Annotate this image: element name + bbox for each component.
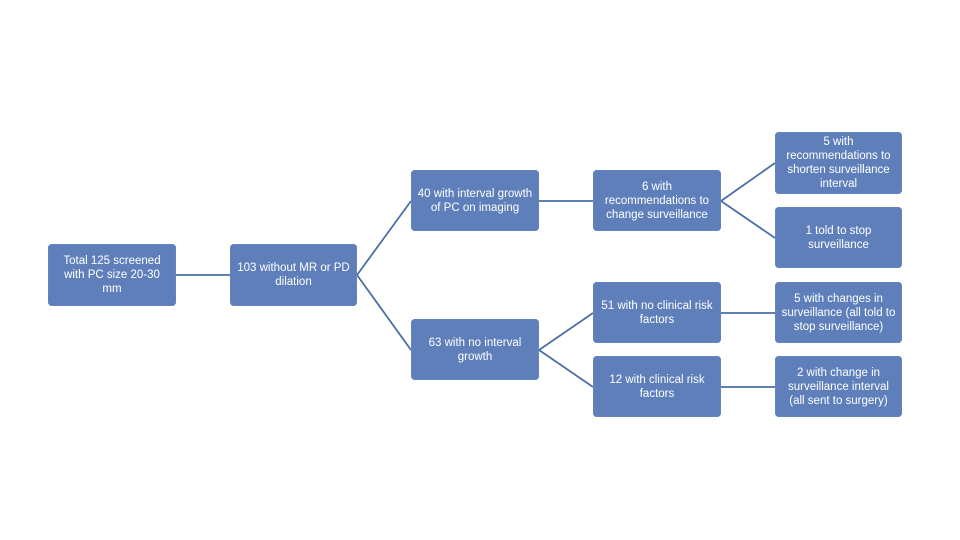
- connector-line: [538, 312, 594, 351]
- node-stop-surveillance: 1 told to stop surveillance: [775, 207, 902, 268]
- node-change-surveillance: 6 with recommendations to change surveil…: [593, 170, 721, 231]
- node-sent-to-surgery: 2 with change in surveillance interval (…: [775, 356, 902, 417]
- node-without-mr-pd-dilation: 103 without MR or PD dilation: [230, 244, 357, 306]
- connector-line: [720, 162, 776, 202]
- connector-line: [720, 200, 776, 239]
- node-no-interval-growth: 63 with no interval growth: [411, 319, 539, 380]
- node-no-clinical-risk: 51 with no clinical risk factors: [593, 282, 721, 343]
- node-shorten-interval: 5 with recommendations to shorten survei…: [775, 132, 902, 194]
- node-total-screened: Total 125 screened with PC size 20-30 mm: [48, 244, 176, 306]
- connector-line: [538, 349, 594, 388]
- connector-line: [356, 274, 412, 351]
- node-interval-growth: 40 with interval growth of PC on imaging: [411, 170, 539, 231]
- node-changes-stop-surveillance: 5 with changes in surveillance (all told…: [775, 282, 902, 343]
- connector-line: [356, 200, 412, 276]
- node-clinical-risk: 12 with clinical risk factors: [593, 356, 721, 417]
